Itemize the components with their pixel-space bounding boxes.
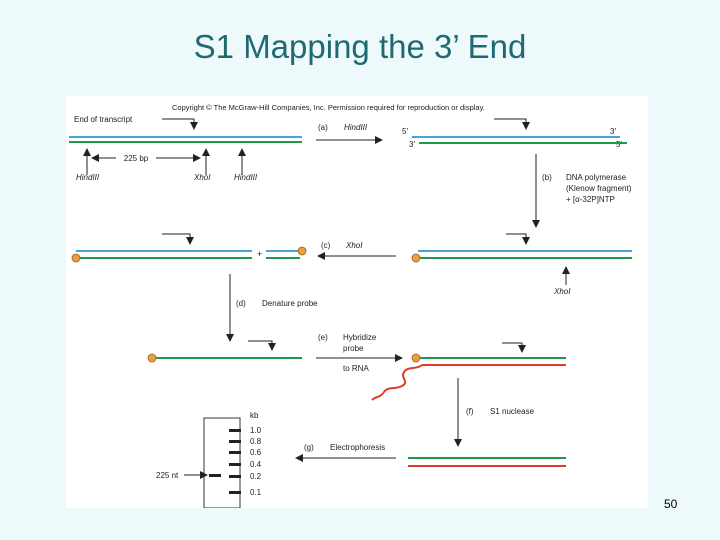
step-f-letter: (f) <box>466 407 474 416</box>
step-f-text: S1 nuclease <box>490 407 535 416</box>
gel-marker-band <box>229 463 241 466</box>
step-c-text: XhoI <box>345 241 363 250</box>
step-a-text: HindIII <box>344 123 368 132</box>
label-dot-left-fragment <box>71 253 81 263</box>
gel-marker-label: 0.1 <box>250 488 262 497</box>
step-b-line3: + [α-32P]NTP <box>566 195 615 204</box>
gel-marker-label: 1.0 <box>250 426 262 435</box>
label-dot-small-fragment <box>297 246 307 256</box>
gel-marker-band <box>229 451 241 454</box>
step-d-letter: (d) <box>236 299 246 308</box>
copyright-notice: Copyright © The McGraw-Hill Companies, I… <box>172 103 485 112</box>
gel-marker-bands <box>229 429 241 494</box>
gel-marker-label: 0.8 <box>250 437 262 446</box>
hindiii-right-label: HindIII <box>234 173 258 182</box>
step-c-letter: (c) <box>321 241 331 250</box>
three-prime-top-label: 3′ <box>610 127 616 136</box>
gel-sample-band <box>209 474 221 477</box>
gel-band-label: 225 nt <box>156 471 179 480</box>
transcript-end-arrow-d <box>248 340 276 351</box>
gel-marker-label: 0.6 <box>250 448 262 457</box>
gel-marker-band <box>229 440 241 443</box>
gel-marker-label: 0.2 <box>250 472 262 481</box>
gel-kb-label: kb <box>250 411 259 420</box>
hindiii-left-label: HindIII <box>76 173 100 182</box>
step-b-line1: DNA polymerase <box>566 173 627 182</box>
xhoi-label: XhoI <box>193 173 211 182</box>
five-prime-top-label: 5′ <box>402 127 408 136</box>
step-e-letter: (e) <box>318 333 328 342</box>
xhoi-cut-label: XhoI <box>553 287 571 296</box>
probe-label-dot <box>147 353 157 363</box>
step-e-line3: to RNA <box>343 364 369 373</box>
transcript-end-arrow-a <box>494 118 530 130</box>
gel-marker-band <box>229 491 241 494</box>
gel-marker-label: 0.4 <box>250 460 262 469</box>
step-a-letter: (a) <box>318 123 328 132</box>
five-prime-bottom-label: 5′ <box>616 140 622 149</box>
figure-background <box>66 96 648 508</box>
plus-sign: + <box>257 249 262 259</box>
step-b-letter: (b) <box>542 173 552 182</box>
label-dot-right <box>411 253 421 263</box>
step-e-line2: probe <box>343 344 364 353</box>
three-prime-bottom-label: 3′ <box>409 140 415 149</box>
gel-marker-band <box>229 429 241 432</box>
step-b-line2: (Klenow fragment) <box>566 184 632 193</box>
s1-mapping-diagram: Copyright © The McGraw-Hill Companies, I… <box>66 96 648 508</box>
hybrid-label-dot <box>411 353 421 363</box>
end-of-transcript-label: End of transcript <box>74 115 133 124</box>
step-g-letter: (g) <box>304 443 314 452</box>
slide-title: S1 Mapping the 3’ End <box>193 28 527 65</box>
distance-label: 225 bp <box>124 154 149 163</box>
page-number: 50 <box>664 497 678 511</box>
rna-tail <box>371 364 423 401</box>
gel-marker-band <box>229 475 241 478</box>
step-g-text: Electrophoresis <box>330 443 385 452</box>
transcript-end-arrow-c <box>162 233 194 245</box>
transcript-end-arrow <box>162 118 198 130</box>
step-e-line1: Hybridize <box>343 333 377 342</box>
step-d-text: Denature probe <box>262 299 318 308</box>
transcript-end-arrow-e <box>502 342 526 353</box>
transcript-end-arrow-b <box>506 233 530 245</box>
